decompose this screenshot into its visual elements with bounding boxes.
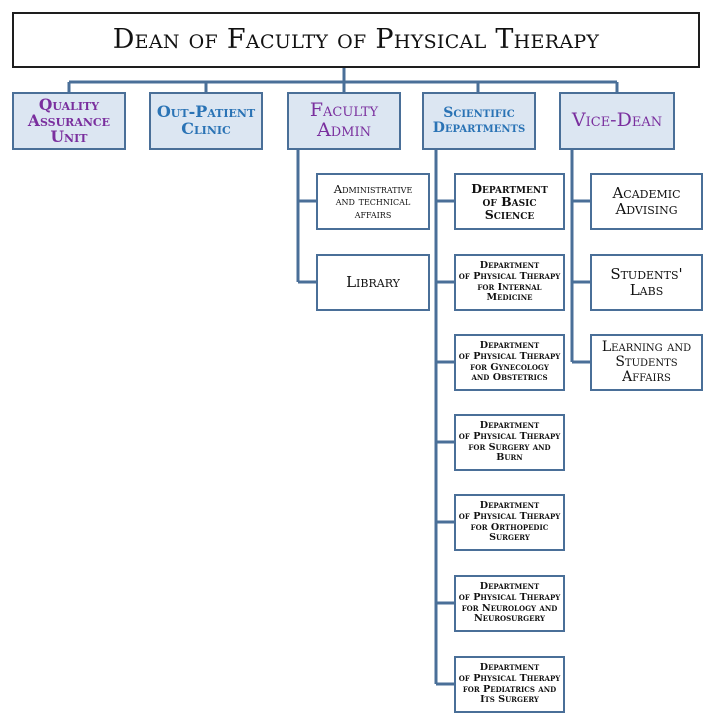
dean-label: Dean of Faculty of Physical Therapy [112, 23, 600, 55]
department-label: Department of Physical Therapy for Neuro… [458, 581, 561, 625]
library-label: Library [346, 272, 400, 291]
learning-students-affairs-box: Learning and Students Affairs [590, 334, 703, 391]
vice-dean-box: Vice-Dean [559, 92, 675, 150]
library-box: Library [316, 254, 430, 311]
dean-box: Dean of Faculty of Physical Therapy [12, 12, 700, 68]
department-label: Department of Physical Therapy for Inter… [458, 260, 561, 304]
department-box: Department of Basic Science [454, 173, 565, 230]
vice-dean-label: Vice-Dean [571, 109, 663, 132]
department-box: Department of Physical Therapy for Neuro… [454, 575, 565, 632]
scientific-departments-label: Scientific Departments [432, 105, 526, 136]
department-label: Department of Physical Therapy for Surge… [458, 420, 561, 464]
faculty-admin-label: Faculty Admin [309, 99, 379, 141]
administrative-affairs-label: Administrative and technical affairs [333, 182, 413, 221]
academic-advising-box: Academic Advising [590, 173, 703, 230]
students-labs-label: Students' Labs [610, 264, 683, 299]
scientific-departments-box: Scientific Departments [422, 92, 536, 150]
learning-students-affairs-label: Learning and Students Affairs [601, 339, 692, 385]
out-patient-clinic-box: Out-Patient Clinic [149, 92, 263, 150]
department-label: Department of Physical Therapy for Ortho… [458, 500, 561, 544]
department-label: Department of Physical Therapy for Gynec… [458, 340, 561, 384]
department-label: Department of Basic Science [471, 180, 548, 223]
out-patient-clinic-label: Out-Patient Clinic [156, 102, 256, 138]
academic-advising-label: Academic Advising [612, 183, 681, 218]
quality-assurance-unit-box: Quality Assurance Unit [12, 92, 126, 150]
department-label: Department of Physical Therapy for Pedia… [458, 662, 561, 706]
department-box: Department of Physical Therapy for Ortho… [454, 494, 565, 551]
department-box: Department of Physical Therapy for Gynec… [454, 334, 565, 391]
faculty-admin-box: Faculty Admin [287, 92, 401, 150]
students-labs-box: Students' Labs [590, 254, 703, 311]
department-box: Department of Physical Therapy for Inter… [454, 254, 565, 311]
administrative-affairs-box: Administrative and technical affairs [316, 173, 430, 230]
department-box: Department of Physical Therapy for Pedia… [454, 656, 565, 713]
department-box: Department of Physical Therapy for Surge… [454, 414, 565, 471]
quality-assurance-unit-label: Quality Assurance Unit [27, 94, 111, 147]
